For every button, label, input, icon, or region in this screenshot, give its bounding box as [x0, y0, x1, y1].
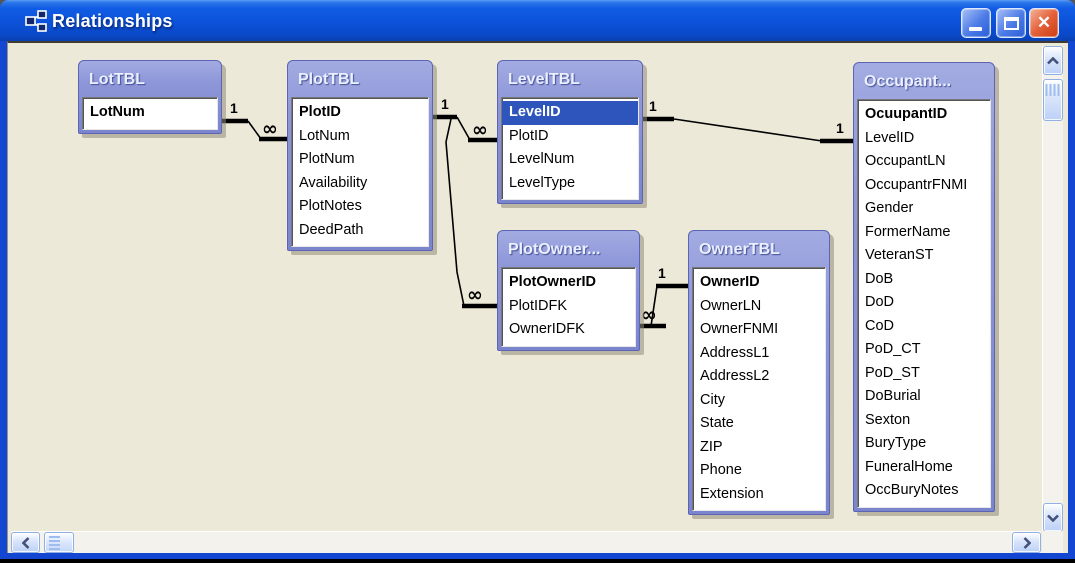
field-FuneralHome[interactable]: FuneralHome [865, 458, 953, 475]
table-title-bar[interactable]: Occupant... [864, 73, 952, 90]
minimize-icon [969, 27, 982, 31]
horizontal-scrollbar[interactable] [11, 531, 1041, 553]
field-OccupantrFNMI[interactable]: OccupantrFNMI [865, 176, 968, 193]
field-DoBurial[interactable]: DoBurial [865, 388, 921, 404]
field-DeedPath[interactable]: DeedPath [299, 221, 364, 238]
table-field-list: OcuupantID LevelID OccupantLN OccupantrFNMI… [857, 99, 991, 508]
maximize-button[interactable] [996, 8, 1026, 38]
table-title-bar[interactable]: PlotTBL [298, 71, 360, 88]
field-BuryType[interactable]: BuryType [865, 435, 927, 451]
field-PlotOwnerID[interactable]: PlotOwnerID [509, 274, 597, 290]
field-OwnerLN[interactable]: OwnerLN [700, 297, 762, 314]
window-title: Relationships [52, 11, 173, 31]
table-field-list: LotNum [82, 97, 218, 130]
field-LevelNum[interactable]: LevelNum [509, 151, 575, 167]
chevron-left-icon [21, 536, 29, 549]
field-OwnerFNMI[interactable]: OwnerFNMI [700, 321, 779, 337]
field-OcuupantID[interactable]: OcuupantID [865, 106, 948, 122]
field-VeteranST[interactable]: VeteranST [865, 247, 934, 263]
relationships-icon [25, 10, 47, 32]
close-button[interactable]: ✕ [1029, 8, 1059, 38]
chevron-down-icon [1047, 514, 1059, 522]
field-AddressL2[interactable]: AddressL2 [700, 368, 770, 384]
field-Phone[interactable]: Phone [700, 462, 742, 478]
title-bar[interactable]: Relationships ✕ [0, 0, 1075, 41]
table-title-bar[interactable]: OwnerTBL [699, 241, 780, 258]
scroll-up-button[interactable] [1043, 46, 1063, 75]
field-Extension[interactable]: Extension [700, 485, 764, 502]
table-LotTBL[interactable]: LotTBL LotNum [78, 60, 222, 134]
vertical-scroll-thumb[interactable] [1043, 79, 1063, 121]
table-title-bar[interactable]: LotTBL [89, 71, 145, 88]
field-OccupantLN[interactable]: OccupantLN [865, 153, 946, 169]
table-OwnerTBL[interactable]: OwnerTBL OwnerID OwnerLN OwnerFNMI AddressL1… [688, 230, 830, 515]
minimize-button[interactable] [961, 8, 991, 38]
thumb-grip [1045, 84, 1061, 96]
maximize-icon [1004, 17, 1019, 30]
scrollbar-corner [1042, 531, 1063, 553]
field-OccBuryNotes[interactable]: OccBuryNotes [865, 482, 959, 498]
field-DoD[interactable]: DoD [865, 294, 895, 310]
scroll-down-button[interactable] [1043, 503, 1063, 532]
table-title-bar[interactable]: LevelTBL [508, 71, 581, 88]
field-FormerName[interactable]: FormerName [865, 223, 951, 240]
field-OwnerIDFK[interactable]: OwnerIDFK [509, 321, 585, 337]
field-State[interactable]: State [700, 415, 734, 431]
table-PlotOwner[interactable]: PlotOwner... PlotOwnerID PlotIDFK OwnerIDFK [497, 230, 640, 351]
field-LevelID[interactable]: LevelID [865, 129, 915, 146]
field-PlotID[interactable]: PlotID [299, 104, 341, 120]
field-LotNum[interactable]: LotNum [90, 104, 145, 120]
table-title-bar[interactable]: PlotOwner... [508, 241, 601, 258]
field-ZIP[interactable]: ZIP [700, 438, 723, 455]
field-PlotIDFK[interactable]: PlotIDFK [509, 297, 568, 314]
field-PoD_CT[interactable]: PoD_CT [865, 341, 921, 357]
field-PoD_ST[interactable]: PoD_ST [865, 364, 920, 381]
scroll-left-button[interactable] [11, 532, 40, 553]
field-LevelID[interactable]: LevelID [502, 101, 638, 125]
field-OwnerID[interactable]: OwnerID [700, 274, 760, 290]
horizontal-scroll-thumb[interactable] [44, 532, 74, 553]
field-LotNum[interactable]: LotNum [299, 127, 350, 144]
field-CoD[interactable]: CoD [865, 317, 895, 334]
field-AddressL1[interactable]: AddressL1 [700, 344, 770, 361]
chevron-right-icon [1023, 536, 1031, 549]
field-Availability[interactable]: Availability [299, 174, 368, 191]
field-LevelType[interactable]: LevelType [509, 174, 576, 191]
vertical-scrollbar[interactable] [1042, 46, 1063, 532]
thumb-grip [49, 535, 60, 550]
field-PlotID[interactable]: PlotID [509, 127, 549, 144]
bottom-edge [0, 559, 1075, 563]
field-PlotNum[interactable]: PlotNum [299, 151, 355, 167]
field-Gender[interactable]: Gender [865, 200, 914, 216]
field-PlotNotes[interactable]: PlotNotes [299, 198, 362, 214]
close-icon: ✕ [1036, 13, 1052, 32]
scroll-right-button[interactable] [1012, 532, 1041, 553]
chevron-up-icon [1047, 56, 1059, 64]
field-City[interactable]: City [700, 391, 725, 408]
field-Sexton[interactable]: Sexton [865, 411, 911, 428]
table-field-list: PlotOwnerID PlotIDFK OwnerIDFK [501, 267, 636, 347]
field-DoB[interactable]: DoB [865, 270, 894, 287]
